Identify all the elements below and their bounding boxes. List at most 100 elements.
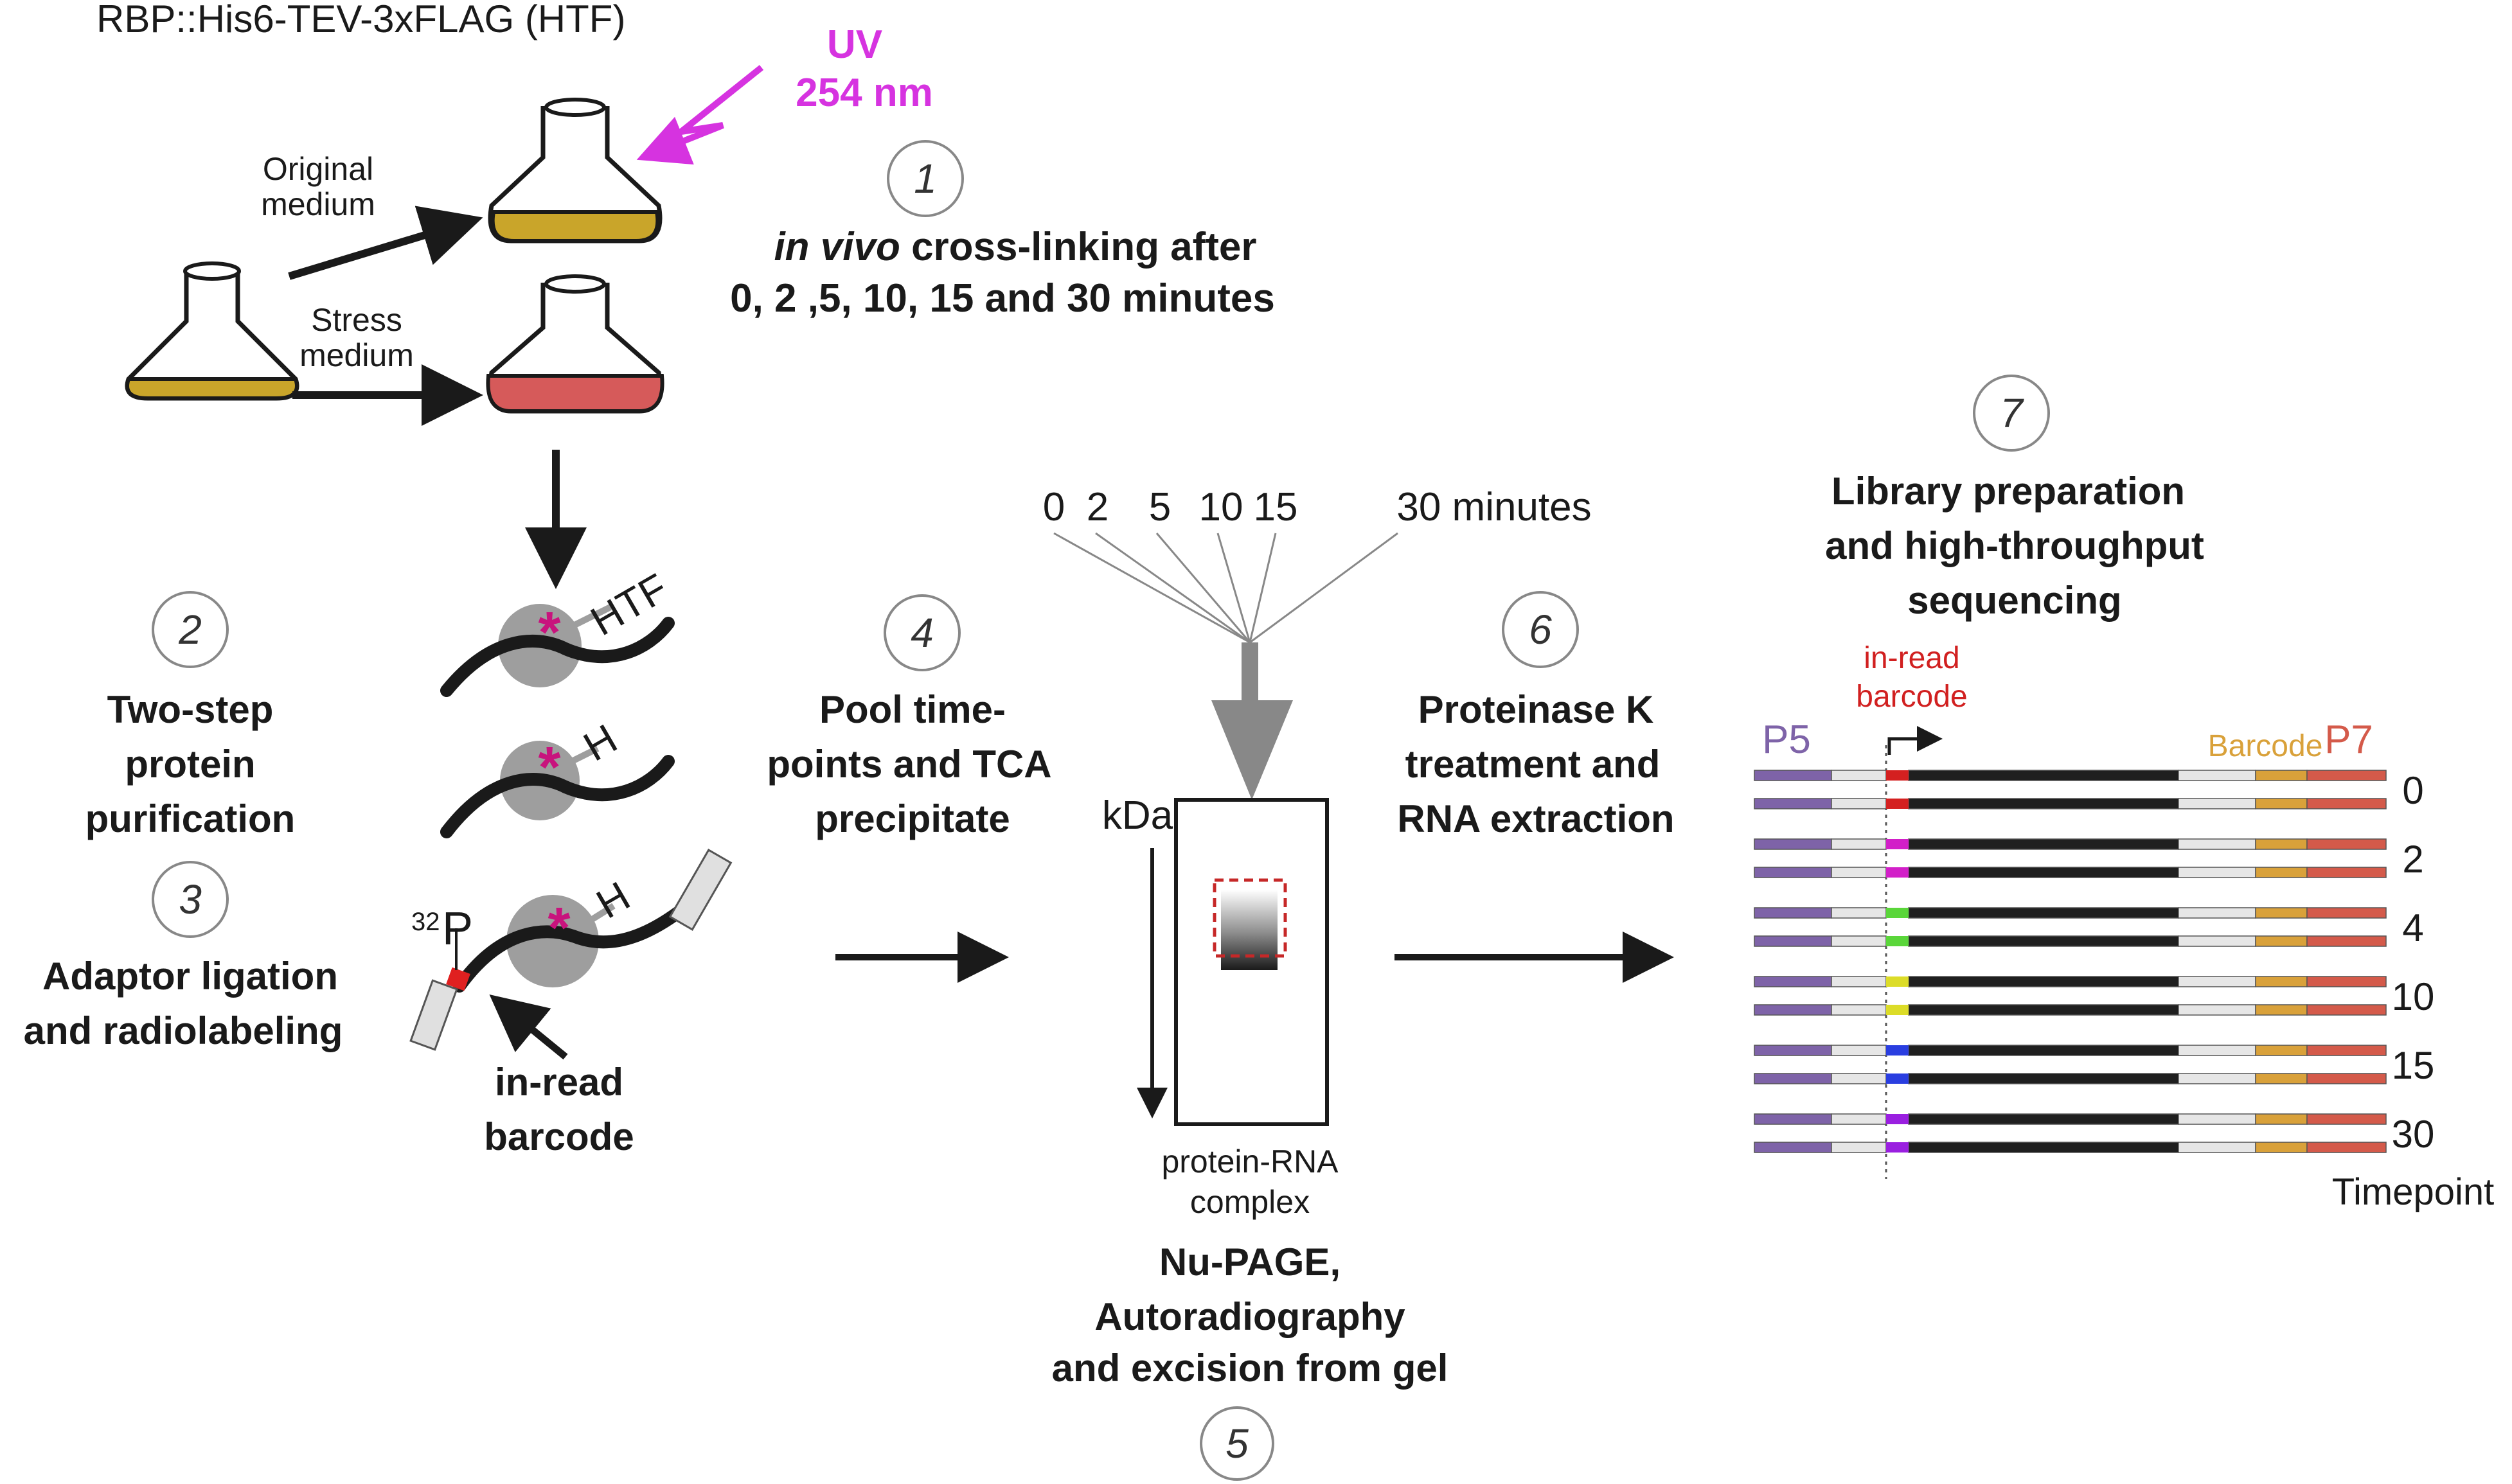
read-segment [2178,1113,2256,1125]
inread-barcode-segment [1886,1045,1909,1056]
read-segment [2306,976,2387,987]
svg-text:10: 10 [1199,485,1243,529]
inread-barcode-segment [1886,799,1909,809]
read-segment [1831,907,1887,919]
step-4-number: 4 [911,610,934,656]
inread-barcode-segment [1886,936,1909,946]
read-row [1754,907,2387,919]
svg-text:Stress: Stress [311,302,402,338]
step-5-circle [1200,1406,1274,1481]
timepoint-label: 30 [2392,1113,2435,1156]
svg-text:precipitate: precipitate [815,797,1010,840]
read-segment [2255,770,2308,781]
svg-text:Adaptor ligation: Adaptor ligation [42,955,338,998]
svg-text:medium: medium [261,186,375,222]
protein-rna-complex-label: protein-RNA complex [1161,1144,1339,1220]
stress-medium-label: Stress medium [299,302,414,373]
inread-barcode-segment [1886,770,1909,781]
gel-excision-box [1213,878,1287,958]
svg-text:254 nm: 254 nm [796,71,933,115]
read-segment [2178,798,2256,809]
step-4-circle [884,594,961,671]
read-segment [2178,976,2256,987]
construct-title: RBP::His6-TEV-3xFLAG (HTF) [96,0,625,40]
read-segment [2255,838,2308,850]
gel-band [1221,890,1278,970]
timepoint-axis-label: Timepoint [2332,1171,2495,1213]
step-1-number: 1 [914,155,937,202]
svg-text:barcode: barcode [484,1115,634,1158]
step-7-label: Library preparation and high-throughput … [1825,470,2204,622]
svg-text:H: H [576,715,625,770]
read-segment [1754,798,1832,809]
step-1-line2: 0, 2 ,5, 10, 15 and 30 minutes [730,276,1275,321]
read-segment [2178,770,2256,781]
p5-label: P5 [1762,718,1811,762]
read-segment [1831,1045,1887,1056]
read-segment [1754,976,1832,987]
read-segment [2255,867,2308,878]
original-medium-label: Original medium [261,151,375,222]
read-segment [2306,1073,2387,1084]
pool-timepoint-labels: 0 2 5 10 15 30 minutes [1043,485,1592,529]
read-segment [1908,1073,2179,1084]
read-segment [1754,907,1832,919]
read-segment [1754,770,1832,781]
svg-text:P: P [442,903,473,955]
inread-barcode-segment [1886,976,1909,987]
step-7-number: 7 [2000,390,2024,436]
svg-text:0: 0 [1043,485,1065,529]
inread-barcode-segment [1886,839,1909,849]
svg-text:30 minutes: 30 minutes [1396,485,1591,529]
read-segment [2178,935,2256,947]
inread-barcode-segment [1886,1142,1909,1153]
svg-text:Autoradiography: Autoradiography [1094,1295,1405,1338]
step-2-circle [152,591,229,668]
read-segment [2178,1142,2256,1153]
read-segment [1754,838,1832,850]
read-segment [2178,867,2256,878]
step-5-number: 5 [1225,1420,1249,1467]
read-segment [2255,1113,2308,1125]
read-segment [2178,1004,2256,1016]
read-row [1754,798,2387,809]
flask-stress-medium [486,274,664,414]
asterisk-icon: * [538,601,560,665]
read-segment [2178,1073,2256,1084]
step-3-number: 3 [179,876,202,923]
svg-text:in-read: in-read [1864,641,1959,675]
svg-text:sequencing: sequencing [1907,579,2121,622]
svg-text:Library preparation: Library preparation [1831,470,2185,513]
step-6-label: Proteinase K treatment and RNA extractio… [1397,688,1674,840]
asterisk-icon: * [538,736,560,800]
inread-barcode-segment [1886,1005,1909,1015]
svg-text:protein: protein [125,743,255,786]
svg-text:2: 2 [1087,485,1109,529]
step-3-label: Adaptor ligation and radiolabeling [24,955,343,1052]
read-segment [2306,1004,2387,1016]
svg-text:points and TCA: points and TCA [767,743,1051,786]
step-5-label: Nu-PAGE, Autoradiography and excision fr… [1052,1241,1448,1390]
read-segment [2255,1142,2308,1153]
read-segment [1831,1073,1887,1084]
read-segment [2178,1045,2256,1056]
read-row [1754,1073,2387,1084]
read-segment [1831,838,1887,850]
svg-text:protein-RNA: protein-RNA [1161,1144,1339,1179]
read-row [1754,935,2387,947]
svg-text:Pool time-: Pool time- [819,688,1006,731]
p7-label: P7 [2324,718,2373,762]
read-segment [2255,1073,2308,1084]
pool-arrow [1211,642,1293,800]
svg-text:and excision from gel: and excision from gel [1052,1347,1448,1390]
svg-text:Two-step: Two-step [107,688,274,731]
timepoint-label: 10 [2392,975,2435,1018]
read-segment [1754,1113,1832,1125]
read-segment [2255,907,2308,919]
pool-fan [1053,532,1398,644]
read-segment [2255,976,2308,987]
read-row [1754,976,2387,987]
read-segment [1908,798,2179,809]
